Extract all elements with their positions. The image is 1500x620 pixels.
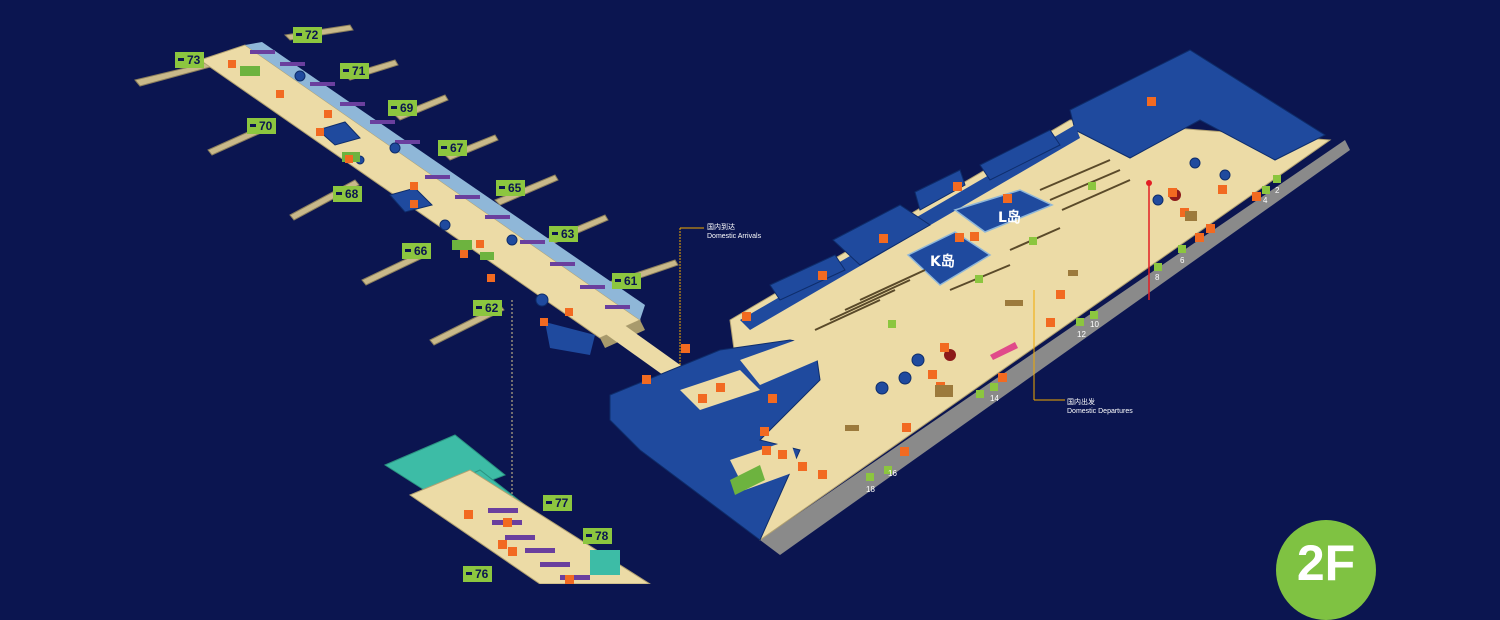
- island-l-label: L岛: [998, 210, 1021, 226]
- floor-indicator-label: 2F: [1296, 535, 1356, 591]
- island-k-label: K岛: [930, 254, 955, 270]
- gate-label-68: 68: [333, 186, 363, 202]
- exit-number-16: 16: [888, 469, 897, 478]
- exit-number-8: 8: [1155, 273, 1160, 282]
- south-pier: [383, 300, 651, 584]
- domestic-departures-en: Domestic Departures: [1067, 408, 1133, 415]
- gate-label-69: 69: [388, 100, 418, 116]
- floor-indicator-badge: 2F: [1276, 520, 1376, 620]
- gate-label-66: 66: [402, 243, 432, 259]
- gate-label-77: 77: [543, 495, 573, 511]
- gate-label-63: 63: [549, 226, 579, 242]
- exit-number-2: 2: [1275, 186, 1280, 195]
- domestic-departures-zh: 国内出发: [1067, 399, 1095, 406]
- exit-number-18: 18: [866, 485, 875, 494]
- gate-label-61: 61: [612, 273, 642, 289]
- exit-number-6: 6: [1180, 256, 1185, 265]
- exit-number-10: 10: [1090, 320, 1099, 329]
- gate-label-65: 65: [496, 180, 526, 196]
- exit-number-12: 12: [1077, 330, 1086, 339]
- gate-label-71: 71: [340, 63, 370, 79]
- terminal-map: [134, 24, 1350, 584]
- gate-label-76: 76: [463, 566, 493, 582]
- domestic-arrivals-zh: 国内到达: [707, 224, 735, 231]
- domestic-departures-callout: 国内出发 Domestic Departures: [1067, 398, 1133, 416]
- gate-label-78: 78: [583, 528, 613, 544]
- gate-label-62: 62: [473, 300, 503, 316]
- exit-number-14: 14: [990, 394, 999, 403]
- exit-number-4: 4: [1263, 196, 1268, 205]
- gate-label-67: 67: [438, 140, 468, 156]
- domestic-arrivals-en: Domestic Arrivals: [707, 233, 762, 240]
- gate-label-70: 70: [247, 118, 277, 134]
- domestic-arrivals-callout: 国内到达 Domestic Arrivals: [707, 223, 761, 241]
- gate-label-73: 73: [175, 52, 205, 68]
- gate-label-72: 72: [293, 27, 323, 43]
- west-pier: [134, 24, 690, 380]
- main-concourse: [609, 49, 1350, 555]
